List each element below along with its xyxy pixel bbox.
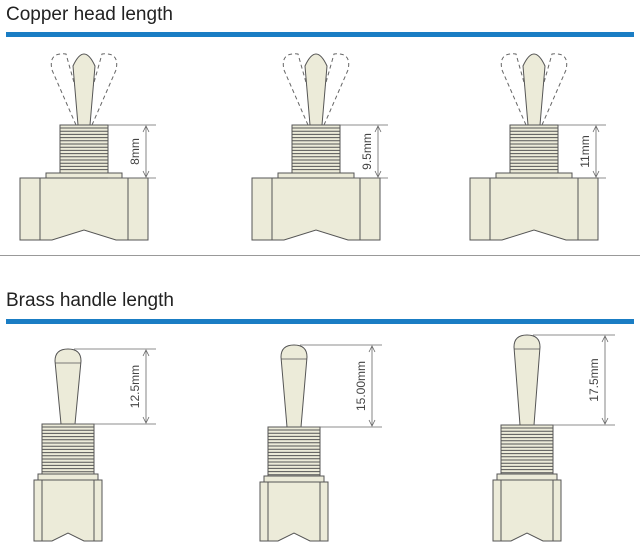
dimension-arrow (374, 170, 382, 178)
dimension-arrow (592, 170, 600, 178)
switch-body (33, 479, 103, 542)
lever-alt-position (50, 53, 87, 126)
threaded-bushing (291, 124, 341, 174)
threaded-bushing (509, 124, 559, 174)
dimension-label: 8mm (128, 138, 142, 165)
toggle-lever (522, 53, 546, 126)
threaded-bushing (59, 124, 109, 174)
dimension-arrow (601, 335, 609, 343)
switch-body (19, 177, 149, 241)
toggle-lever (54, 348, 82, 425)
nut (37, 473, 99, 481)
toggle-lever (280, 344, 308, 428)
dimension-arrow (592, 125, 600, 133)
switch-body (251, 177, 381, 241)
section-title-brass-handle: Brass handle length (6, 290, 174, 311)
dimension-arrow (142, 125, 150, 133)
dimension-label: 15.00mm (354, 361, 368, 411)
toggle-lever (72, 53, 96, 126)
dimension-arrow (368, 345, 376, 353)
switch-body (469, 177, 599, 241)
copper-head-switch: 11mm (469, 53, 606, 241)
brass-handle-switch: 12.5mm (33, 348, 156, 542)
section-divider (0, 255, 640, 256)
dimension-arrow (601, 417, 609, 425)
dimension-label: 17.5mm (587, 358, 601, 401)
dimension-arrow (368, 419, 376, 427)
lever-alt-position (500, 53, 537, 126)
copper-head-switch: 9.5mm (251, 53, 388, 241)
dimension-arrow (142, 416, 150, 424)
switch-body (492, 479, 562, 542)
brass-handle-switch: 15.00mm (259, 344, 382, 542)
lever-alt-position (313, 53, 350, 126)
dimension-arrow (142, 349, 150, 357)
brass-handle-switch: 17.5mm (492, 334, 615, 542)
lever-alt-position (81, 53, 118, 126)
nut (496, 473, 558, 481)
section-accent-bar (6, 32, 634, 37)
dimension-label: 12.5mm (128, 365, 142, 408)
section-accent-bar (6, 319, 634, 324)
dimension-label: 9.5mm (360, 133, 374, 170)
copper-head-diagrams: 8mm 9.5mm 11mm (19, 53, 606, 241)
toggle-lever (304, 53, 328, 126)
copper-head-switch: 8mm (19, 53, 156, 241)
section-title-copper-head: Copper head length (6, 4, 173, 25)
dimension-label: 11mm (578, 135, 592, 167)
dimension-arrow (374, 125, 382, 133)
lever-alt-position (531, 53, 568, 126)
lever-alt-position (282, 53, 319, 126)
dimension-arrow (142, 170, 150, 178)
toggle-lever (513, 334, 541, 426)
switch-body (259, 481, 329, 542)
nut (263, 475, 325, 483)
